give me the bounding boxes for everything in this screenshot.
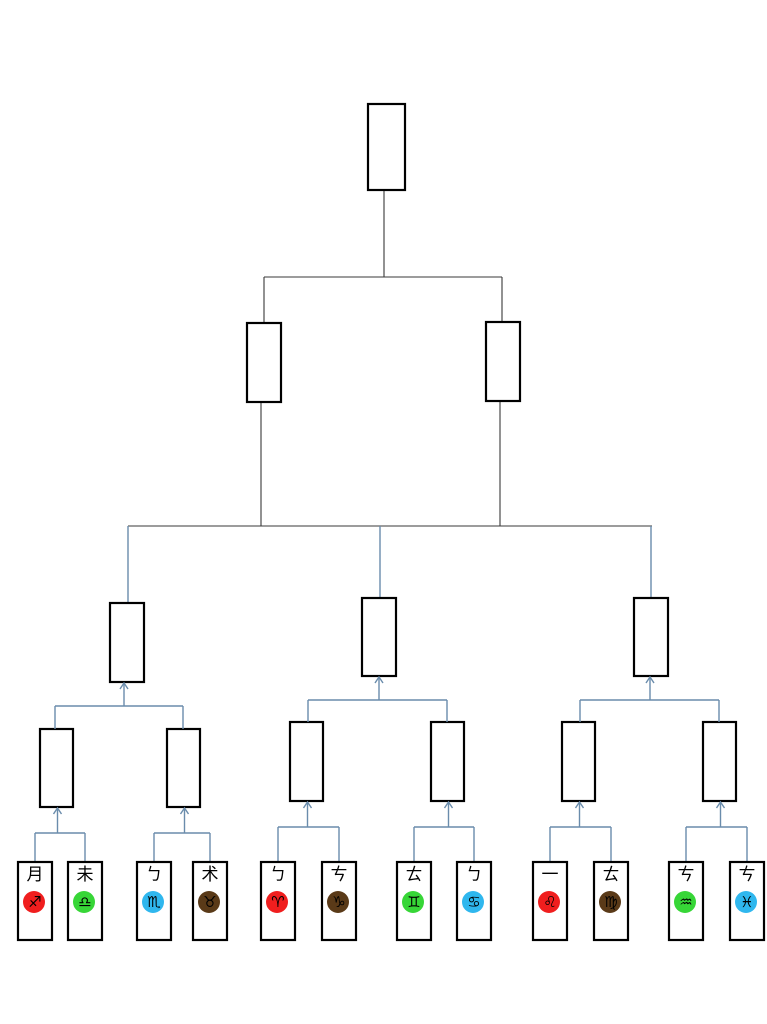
level4-box xyxy=(288,720,325,803)
color-dot xyxy=(674,891,696,913)
color-dot xyxy=(735,891,757,913)
leaf-box: 月♐ xyxy=(16,860,54,942)
level3-box-right xyxy=(632,596,670,678)
level2-box-right xyxy=(484,320,522,403)
leaf-box: ㄊ♊ xyxy=(395,860,433,942)
leaf-box: ㄅ♋ xyxy=(455,860,493,942)
level4-box xyxy=(38,727,75,809)
leaf-top-glyph: 未 xyxy=(77,865,94,885)
zodiac-symbol: ♐ xyxy=(28,893,41,911)
leaf-top-glyph: ㄘ xyxy=(739,865,756,885)
zodiac-symbol: ♎ xyxy=(78,893,91,911)
level3-box-middle xyxy=(360,596,398,678)
leaf-box: ㄅ♈ xyxy=(259,860,297,942)
leaf-top-glyph: ㄘ xyxy=(331,865,348,885)
leaf-top-glyph: ㄅ xyxy=(466,865,483,885)
leaf-top-glyph: ㄅ xyxy=(146,865,163,885)
leaf-top-glyph: 术 xyxy=(202,865,219,885)
zodiac-symbol: ♓ xyxy=(740,893,753,911)
zodiac-symbol: ♋ xyxy=(467,893,480,911)
level4-box xyxy=(560,720,597,803)
root-box xyxy=(366,102,407,192)
zodiac-symbol: ♒ xyxy=(679,893,692,911)
leaf-boxes: 月♐未♎ㄅ♏术♉ㄅ♈ㄘ♑ㄊ♊ㄅ♋一♌ㄊ♍ㄘ♒ㄘ♓ xyxy=(16,860,766,942)
leaf-box: 一♌ xyxy=(531,860,569,942)
structural-boxes xyxy=(108,102,670,684)
leaf-top-glyph: 一 xyxy=(542,865,559,885)
zodiac-symbol: ♑ xyxy=(332,893,345,911)
leaf-box: ㄘ♒ xyxy=(667,860,705,942)
zodiac-symbol: ♌ xyxy=(543,893,556,911)
level2-box-left xyxy=(245,321,283,404)
leaf-box: ㄘ♑ xyxy=(320,860,358,942)
zodiac-symbol: ♍ xyxy=(604,893,617,911)
leaf-top-glyph: ㄊ xyxy=(603,865,620,885)
zodiac-symbol: ♏ xyxy=(147,893,161,911)
zodiac-symbol: ♊ xyxy=(407,893,420,911)
color-dot xyxy=(73,891,95,913)
color-dot xyxy=(402,891,424,913)
color-dot xyxy=(327,891,349,913)
zodiac-symbol: ♉ xyxy=(203,893,216,911)
level4-box xyxy=(701,720,738,803)
color-dot xyxy=(266,891,288,913)
leaf-box: ㄊ♍ xyxy=(592,860,630,942)
leaf-box: 术♉ xyxy=(191,860,229,942)
upper-connectors xyxy=(128,190,652,527)
color-dot xyxy=(23,891,45,913)
leaf-rect xyxy=(455,860,493,942)
leaf-top-glyph: ㄊ xyxy=(406,865,423,885)
leaf-top-glyph: ㄅ xyxy=(270,865,287,885)
color-dot xyxy=(142,891,164,913)
bus-connectors xyxy=(127,526,652,603)
level4-box xyxy=(165,727,202,809)
color-dot xyxy=(538,891,560,913)
leaf-box: 未♎ xyxy=(66,860,104,942)
leaf-box: ㄘ♓ xyxy=(728,860,766,942)
level4-box xyxy=(429,720,466,803)
level4-boxes xyxy=(38,720,738,809)
zodiac-symbol: ♈ xyxy=(271,893,284,911)
arrow-connectors xyxy=(34,675,748,862)
color-dot xyxy=(462,891,484,913)
color-dot xyxy=(599,891,621,913)
leaf-top-glyph: ㄘ xyxy=(678,865,695,885)
leaf-box: ㄅ♏ xyxy=(135,860,173,942)
level3-box-left xyxy=(108,601,146,684)
color-dot xyxy=(198,891,220,913)
leaf-top-glyph: 月 xyxy=(27,865,44,885)
